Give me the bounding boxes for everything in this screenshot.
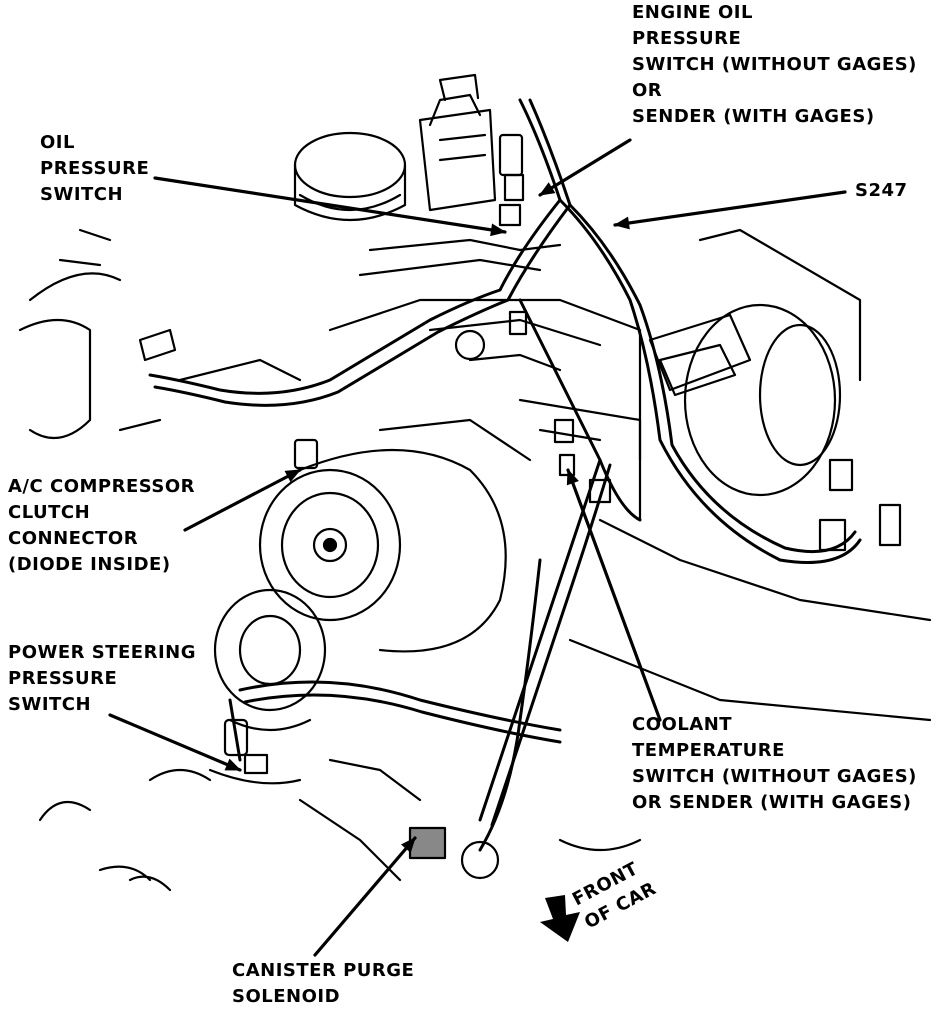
engine-block [328,238,932,722]
arrow-s247 [613,190,847,230]
leader-arrows [108,138,847,957]
label-coolant-temperature-switch: COOLANT TEMPERATURE SWITCH (WITHOUT GAGE… [632,714,917,813]
label-s247: S247 [855,180,908,201]
label-canister-purge-solenoid: CANISTER PURGE SOLENOID [232,960,415,1007]
arrow-ac-compressor [183,468,302,532]
wiring-harness [148,98,862,852]
ac-compressor [258,418,532,653]
arrow-power-steering [108,713,242,772]
arrow-canister [313,836,417,957]
brake-booster [648,228,862,497]
lower-engine-lines [38,758,642,892]
left-body-lines [18,228,302,440]
arrow-engine-oil [538,138,632,197]
label-engine-oil-pressure-switch: ENGINE OIL PRESSURE SWITCH (WITHOUT GAGE… [632,2,917,127]
label-oil-pressure-switch: OIL PRESSURE SWITCH [40,132,150,205]
arrow-oil-pressure [153,176,507,237]
front-of-car-arrow [540,895,580,942]
label-power-steering-pressure-switch: POWER STEERING PRESSURE SWITCH [8,642,197,715]
label-ac-compressor-clutch-connector: A/C COMPRESSOR CLUTCH CONNECTOR (DIODE I… [8,476,196,575]
distributor [418,73,497,212]
arrow-coolant [566,468,662,722]
